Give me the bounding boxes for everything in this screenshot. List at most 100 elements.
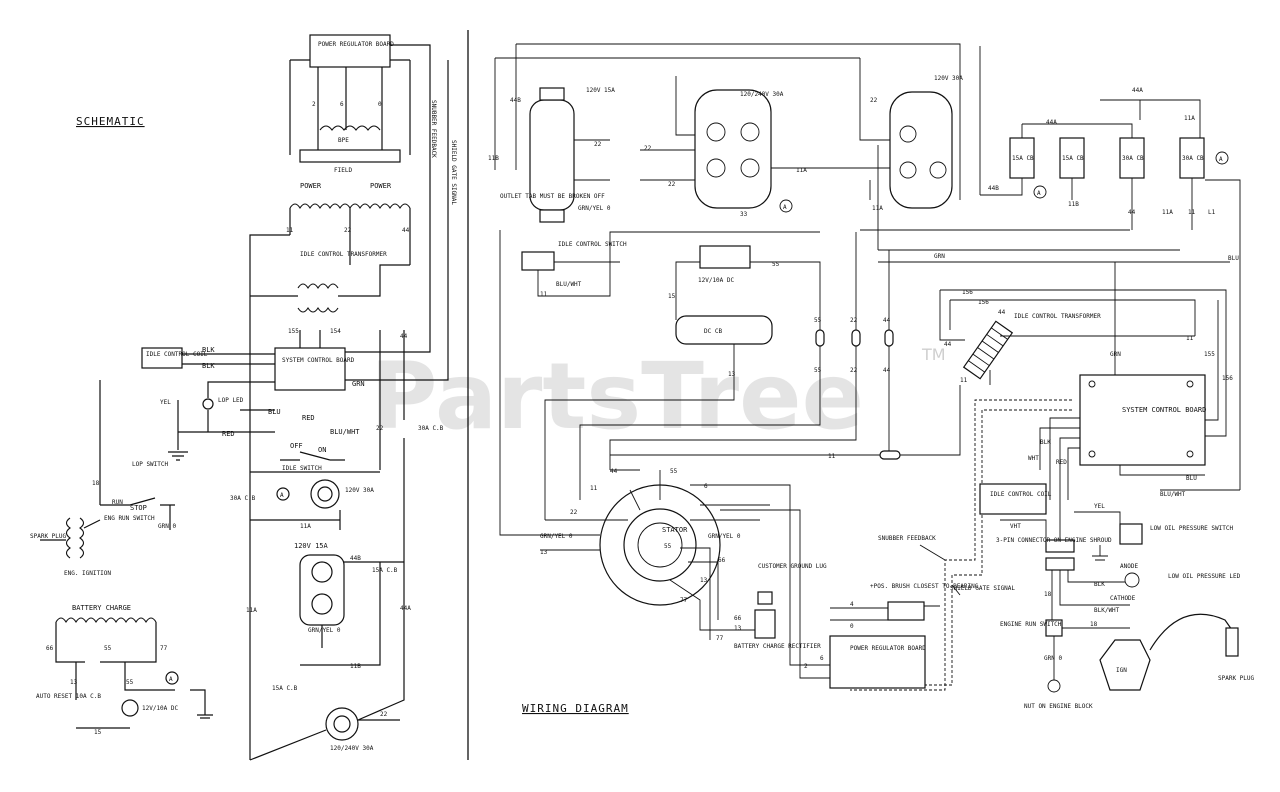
stator-outer bbox=[599, 484, 721, 606]
customer-ground-lug-label: CUSTOMER GROUND LUG bbox=[758, 563, 827, 570]
wht-label-w: WHT bbox=[1028, 455, 1039, 462]
grn-label-w2: GRN bbox=[1110, 351, 1121, 358]
lop-switch-label: LOP SWITCH bbox=[132, 461, 169, 468]
run-label: RUN bbox=[112, 499, 123, 506]
w-11a-label-c: 11A bbox=[1184, 115, 1195, 122]
w-155-label: 155 bbox=[1204, 351, 1215, 358]
blk-label-w: BLK bbox=[1040, 439, 1051, 446]
schematic-11a bbox=[250, 510, 341, 530]
w-55-label-b: 55 bbox=[814, 317, 822, 324]
schematic-section: SCHEMATIC POWER REGULATOR BOARD 2 0 6 BP… bbox=[30, 34, 457, 761]
w-13-label: 13 bbox=[728, 371, 736, 378]
blu-label-w2: BLU bbox=[1186, 475, 1197, 482]
red-label-2: RED bbox=[222, 430, 235, 438]
power-regulator-board-box bbox=[309, 34, 391, 68]
wire-label-44a: 44A bbox=[400, 605, 411, 612]
blu-wht-label-w2: BLU/WHT bbox=[1160, 491, 1186, 498]
w-66-label: 66 bbox=[718, 557, 726, 564]
connector-column-wires bbox=[579, 232, 890, 500]
ign-label: IGN bbox=[1116, 667, 1127, 674]
stator-wires bbox=[499, 230, 830, 666]
receptacle-30a-symbol bbox=[310, 479, 340, 509]
low-oil-led bbox=[1124, 572, 1140, 588]
duplex-label: 120V 15A bbox=[294, 542, 329, 550]
w-55-label: 55 bbox=[772, 261, 780, 268]
outlet-15a-wires bbox=[574, 139, 610, 181]
idle-coil-wires bbox=[182, 353, 275, 365]
watermark: PartsTree bbox=[370, 343, 864, 450]
w-44-label: 44 bbox=[1128, 209, 1136, 216]
w-11-label: 11 bbox=[1188, 209, 1196, 216]
lop-wires bbox=[177, 381, 275, 450]
wire-label-44: 44 bbox=[402, 227, 410, 234]
dc-12v-label-w: 12V/10A DC bbox=[698, 277, 735, 284]
blu-wht-label-w: BLU/WHT bbox=[556, 281, 582, 288]
system-control-board-label-w: SYSTEM CONTROL BOARD bbox=[1122, 406, 1206, 414]
grn-yel-label-2: GRN/YEL 0 bbox=[540, 533, 573, 540]
wire-label-11b: 11B bbox=[350, 663, 361, 670]
cb30a-b-label: 30A C.B bbox=[230, 495, 256, 502]
battery-rectifier bbox=[754, 609, 776, 639]
field-label: FIELD bbox=[334, 167, 352, 174]
w-22-label-b: 22 bbox=[644, 145, 652, 152]
w-11-label-f: 11 bbox=[828, 453, 836, 460]
on-label: ON bbox=[318, 446, 326, 454]
wire-label-77: 77 bbox=[160, 645, 168, 652]
wire-label-66: 66 bbox=[46, 645, 54, 652]
wiring-section: WIRING DIAGRAM 44B 11B 120V 15A 22 OUTLE… bbox=[488, 43, 1255, 715]
marker-w-a3: A bbox=[1219, 156, 1223, 163]
w-2-label: 2 bbox=[804, 663, 808, 670]
nut-engine-block-label: NUT ON ENGINE BLOCK bbox=[1024, 703, 1093, 710]
system-control-board-w bbox=[1079, 374, 1206, 466]
w-22-label-c: 22 bbox=[668, 181, 676, 188]
harness-shield bbox=[850, 409, 1072, 686]
power-regulator-board-label: POWER REGULATOR BOARD bbox=[318, 41, 394, 48]
schematic-reg-wires bbox=[289, 44, 431, 353]
red-label-w: RED bbox=[1056, 459, 1067, 466]
bpe-label: BPE bbox=[338, 137, 349, 144]
harness-snubber bbox=[850, 399, 1072, 691]
w-22-label-d: 22 bbox=[870, 97, 878, 104]
receptacle-240-label: 120/240V 30A bbox=[330, 745, 374, 752]
engine-run-switch-label: ENGINE RUN SWITCH bbox=[1000, 621, 1062, 628]
transformer-wires bbox=[249, 234, 410, 760]
engine-block-nut bbox=[1047, 679, 1061, 693]
yel-label-w: YEL bbox=[1094, 503, 1105, 510]
w-44b-label-b: 44B bbox=[988, 185, 999, 192]
snubber-feedback-label-w: SNUBBER FEEDBACK bbox=[878, 535, 936, 542]
w-22-label-g: 22 bbox=[570, 509, 578, 516]
red-label: RED bbox=[302, 414, 315, 422]
yel-label: YEL bbox=[160, 399, 171, 406]
w-22-label-e: 22 bbox=[850, 317, 858, 324]
schematic-mid-wires bbox=[250, 330, 405, 500]
stator-label: STATOR bbox=[662, 526, 688, 534]
duplex-wires bbox=[300, 561, 404, 666]
lop-ground bbox=[168, 451, 188, 461]
wire-label-0: 0 bbox=[378, 101, 382, 108]
cb-30a-2-label: 30A CB bbox=[1182, 155, 1204, 162]
twistlock-30a bbox=[889, 91, 953, 209]
battery-symbol bbox=[121, 699, 139, 717]
dc-receptacle-wires bbox=[675, 261, 821, 340]
w-11a-label-d: 11A bbox=[1162, 209, 1173, 216]
marker-w-a2: A bbox=[1037, 190, 1041, 197]
watermark-tm: TM bbox=[921, 345, 946, 364]
idle-control-coil-box bbox=[141, 347, 183, 369]
marker-a1-text: A bbox=[280, 492, 284, 499]
battery-charge-label: BATTERY CHARGE bbox=[72, 604, 131, 612]
idle-control-coil-label: IDLE CONTROL COIL bbox=[146, 351, 208, 358]
w-l1-label: L1 bbox=[1208, 209, 1216, 216]
wire-label-55b: 55 bbox=[126, 679, 134, 686]
idle-switch-wires bbox=[537, 231, 820, 297]
w-44a-label: 44A bbox=[1132, 87, 1143, 94]
idle-transformer-secondary bbox=[297, 306, 339, 313]
lop-led-label: LOP LED bbox=[218, 397, 244, 404]
cathode-label: CATHODE bbox=[1110, 595, 1136, 602]
spark-plug-label-w: SPARK PLUG bbox=[1218, 675, 1255, 682]
snubber-leaders bbox=[919, 544, 961, 596]
spark-plug bbox=[1225, 627, 1239, 657]
idle-transformer-body bbox=[962, 320, 1014, 380]
w-55-label-e: 55 bbox=[664, 543, 672, 550]
dc-circuit-breaker bbox=[675, 315, 773, 345]
blu-wht-label: BLU/WHT bbox=[330, 428, 360, 436]
